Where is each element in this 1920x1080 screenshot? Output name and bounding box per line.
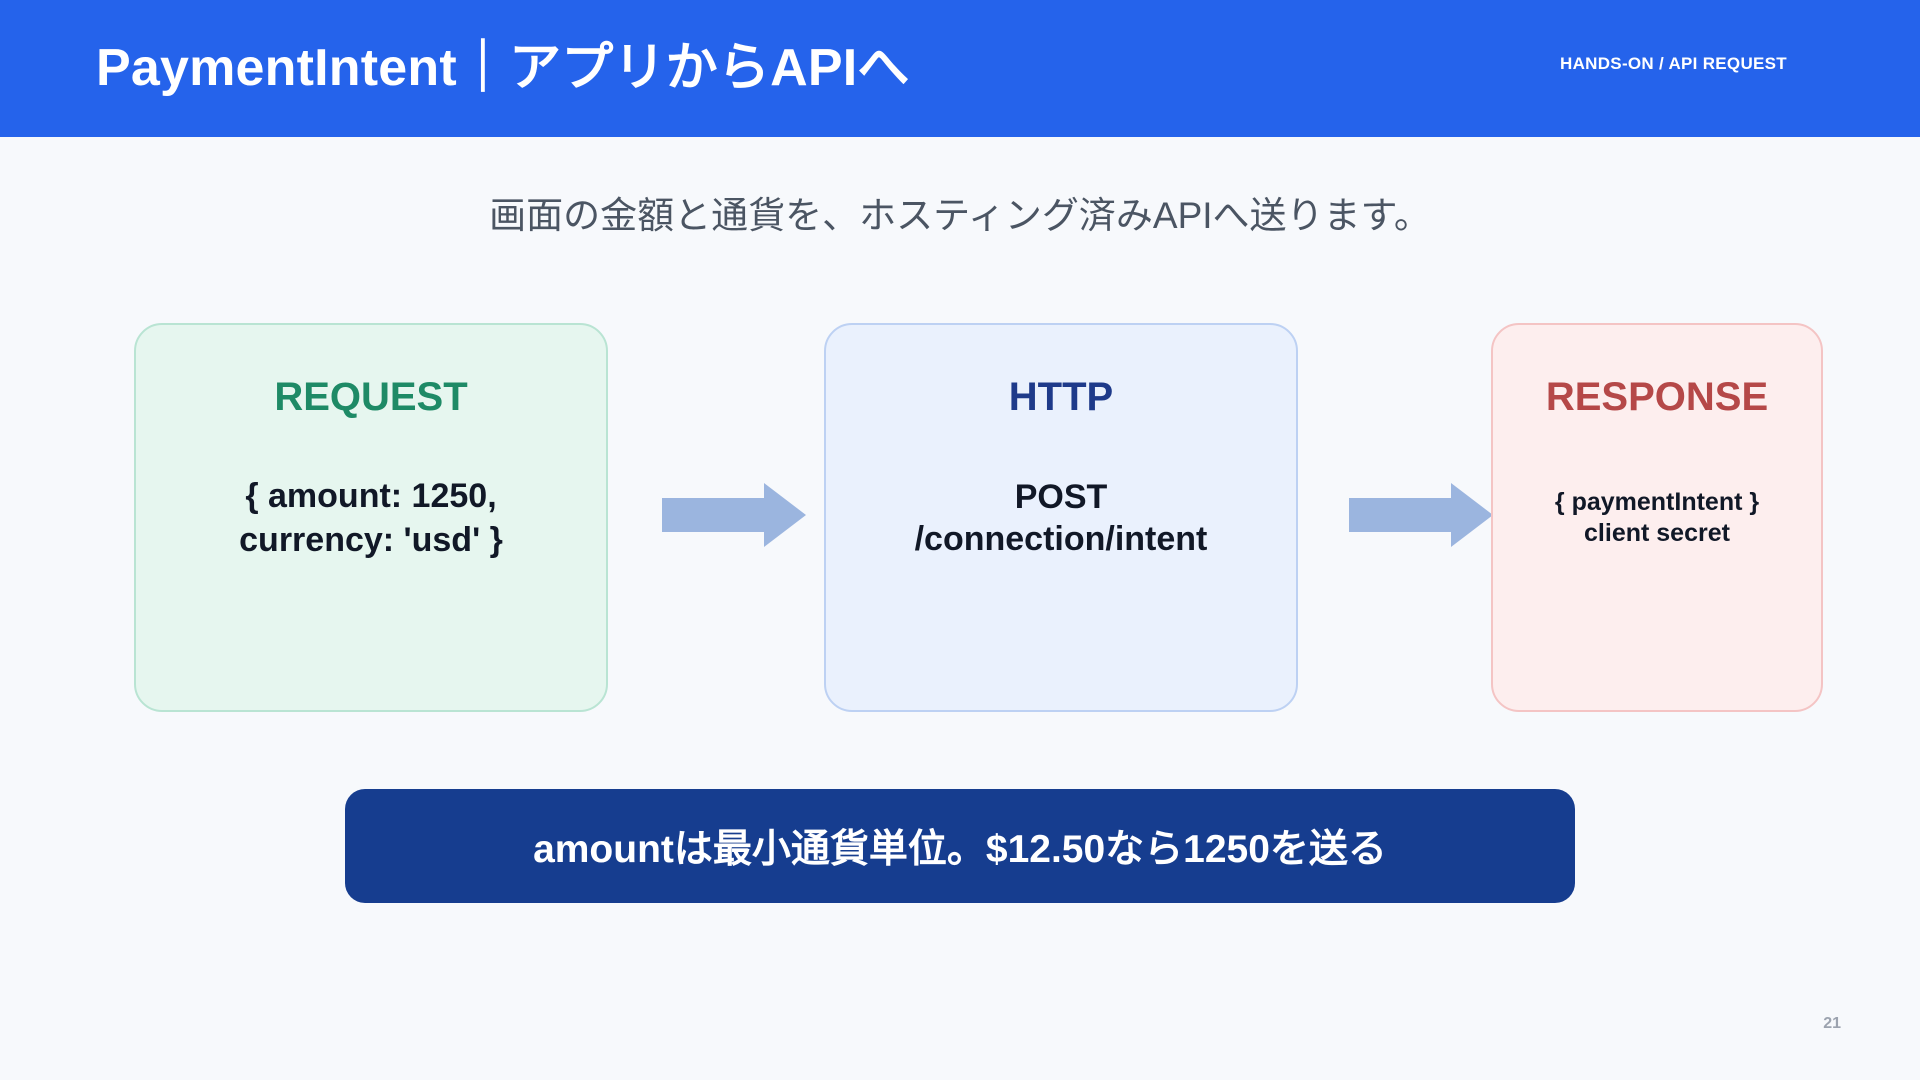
arrow-shape (662, 483, 806, 547)
arrow-right-icon (1349, 483, 1493, 547)
response-line: client secret (1584, 518, 1730, 547)
key-point-banner: amountは最小通貨単位。$12.50なら1250を送る (345, 789, 1575, 903)
http-line: /connection/intent (914, 519, 1208, 558)
response-line: { paymentIntent } (1554, 487, 1760, 516)
request-line: { amount: 1250, (245, 476, 497, 515)
response-card: RESPONSE { paymentIntent } client secret (1491, 323, 1823, 712)
slide-title: PaymentIntent｜アプリからAPIへ (96, 39, 910, 97)
response-card-body: { paymentIntent } client secret (1493, 439, 1821, 710)
http-card: HTTP POST /connection/intent (824, 323, 1298, 712)
request-card-body: { amount: 1250, currency: 'usd' } (136, 439, 606, 710)
http-card-body: POST /connection/intent (826, 439, 1296, 710)
header-bar: PaymentIntent｜アプリからAPIへ HANDS-ON / API R… (0, 0, 1920, 137)
slide-subtitle: 画面の金額と通貨を、ホスティング済みAPIへ送ります。 (489, 195, 1431, 236)
http-card-title: HTTP (1008, 375, 1114, 419)
request-line: currency: 'usd' } (239, 520, 503, 559)
key-point-text: amountは最小通貨単位。$12.50なら1250を送る (533, 828, 1387, 871)
arrow-right-icon (662, 483, 806, 547)
request-card: REQUEST { amount: 1250, currency: 'usd' … (134, 323, 608, 712)
arrow-shape (1349, 483, 1493, 547)
request-card-title: REQUEST (274, 375, 468, 419)
http-line: POST (1014, 477, 1108, 516)
response-card-title: RESPONSE (1545, 375, 1769, 419)
page-number: 21 (1823, 1015, 1841, 1032)
section-tag: HANDS-ON / API REQUEST (1560, 54, 1787, 73)
